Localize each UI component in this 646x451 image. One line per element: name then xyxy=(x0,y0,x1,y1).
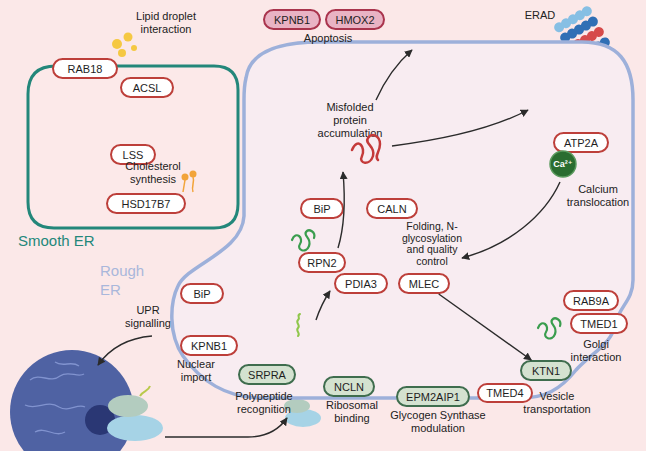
nascent-peptide xyxy=(140,386,150,396)
protein-name: KTN1 xyxy=(532,365,560,377)
protein-name: PDIA3 xyxy=(345,278,377,290)
protein-box: TMED1 xyxy=(570,313,628,334)
nascent-peptide xyxy=(297,314,300,336)
process-label: Folding, N-glycosylation and quality con… xyxy=(392,221,472,267)
process-label: Vesicle transportation xyxy=(517,390,597,416)
protein-box: CALN xyxy=(366,198,418,219)
folded-protein xyxy=(538,318,560,338)
protein-box: BiP xyxy=(300,198,344,219)
process-arrow xyxy=(338,172,344,248)
process-arrow xyxy=(462,182,560,258)
protein-name: KPNB1 xyxy=(274,14,310,26)
process-arrow xyxy=(376,50,412,100)
protein-name: TMED4 xyxy=(486,387,523,399)
protein-box: SRPRA xyxy=(238,364,296,385)
protein-box: HSD17B7 xyxy=(106,193,186,214)
cholesterol-icon xyxy=(182,171,197,193)
lipid-tail xyxy=(192,177,193,192)
process-label: Golgi interaction xyxy=(561,338,631,364)
protein-box: TMED4 xyxy=(477,383,533,403)
protein-name: RPN2 xyxy=(307,257,336,269)
protein-squiggles xyxy=(292,135,560,338)
lipid-droplet xyxy=(124,33,133,42)
process-label: Polypeptide recognition xyxy=(226,390,302,416)
process-label: Glycogen Synthase modulation xyxy=(388,409,488,435)
protein-box: RAB9A xyxy=(563,290,619,311)
protein-name: CALN xyxy=(377,203,406,215)
protein-name: ACSL xyxy=(133,82,162,94)
protein-box: ATP2A xyxy=(553,132,609,153)
calcium-ion: Ca²⁺ xyxy=(549,150,577,178)
protein-name: KPNB1 xyxy=(191,340,227,352)
lipid-droplet xyxy=(112,39,122,49)
process-arrow xyxy=(392,110,528,146)
process-label: Misfolded protein accumulation xyxy=(312,101,388,140)
protein-box: KTN1 xyxy=(520,360,572,381)
ion-disc xyxy=(550,151,576,177)
process-label: Apoptosis xyxy=(290,32,366,45)
edge-group xyxy=(439,294,532,360)
ion-label: Ca²⁺ xyxy=(549,150,577,178)
protein-name: SRPRA xyxy=(248,369,286,381)
process-label: Nuclear import xyxy=(166,358,226,384)
process-arrow xyxy=(316,291,330,320)
protein-box: BiP xyxy=(180,283,224,304)
protein-name: BiP xyxy=(193,288,210,300)
process-label: Cholesterol synthesis xyxy=(116,160,190,186)
misfolded-protein xyxy=(352,135,380,163)
lipid-droplet xyxy=(131,45,137,51)
lipid-head xyxy=(190,171,197,178)
process-arrow xyxy=(98,336,152,365)
membrane-outline xyxy=(170,38,636,404)
process-arrows xyxy=(98,50,560,437)
protein-name: LSS xyxy=(123,149,144,161)
protein-box: RPN2 xyxy=(298,252,346,273)
protein-box: EPM2AIP1 xyxy=(396,386,470,407)
rough-er-region: Rough ERBiPCALNATP2ACa²⁺RPN2PDIA3MLECBiP… xyxy=(170,38,636,404)
ribosome-illustration xyxy=(107,386,321,441)
protein-box: ACSL xyxy=(120,77,174,98)
protein-name: EPM2AIP1 xyxy=(406,391,460,403)
membrane-path xyxy=(28,66,238,228)
protein-name: RAB18 xyxy=(68,63,103,75)
protein-box: NCLN xyxy=(323,376,375,397)
ribosome-small-subunit xyxy=(108,395,148,417)
smooth-er-region: Smooth ER RAB18ACSL LSS HSD17B7 xyxy=(10,45,250,260)
lipid-head xyxy=(182,174,189,181)
protein-box: MLEC xyxy=(398,273,450,294)
protein-name: MLEC xyxy=(409,278,440,290)
chromatin-texture xyxy=(25,362,85,434)
protein-name: NCLN xyxy=(334,381,364,393)
process-arrow xyxy=(439,294,532,360)
process-arrow xyxy=(165,418,287,437)
protein-box: HMOX2 xyxy=(325,9,385,30)
protein-name: ATP2A xyxy=(564,137,598,149)
lipid-droplets xyxy=(112,33,137,58)
protein-box: PDIA3 xyxy=(334,273,388,294)
protein-box: KPNB1 xyxy=(263,9,321,30)
protein-name: HSD17B7 xyxy=(122,198,171,210)
protein-name: TMED1 xyxy=(580,318,617,330)
membrane-path xyxy=(172,42,633,398)
protein-name: BiP xyxy=(313,203,330,215)
region-title: Smooth ER xyxy=(18,231,95,250)
lipid-droplet xyxy=(118,49,126,57)
protein-name: RAB9A xyxy=(573,295,609,307)
process-label: Calcium translocation xyxy=(558,183,638,209)
region-title: Rough ER xyxy=(100,261,152,299)
folded-protein xyxy=(292,230,314,250)
process-label: Lipid droplet interaction xyxy=(128,10,204,36)
process-label: UPR signalling xyxy=(118,304,178,330)
ribosome-large-subunit xyxy=(107,415,163,441)
protein-box: RAB18 xyxy=(52,58,118,79)
protein-box: KPNB1 xyxy=(180,335,238,356)
lipid-tail xyxy=(183,180,185,192)
process-label: ERAD xyxy=(505,9,575,22)
protein-name: HMOX2 xyxy=(335,14,374,26)
process-label: Ribosomal binding xyxy=(317,399,387,425)
